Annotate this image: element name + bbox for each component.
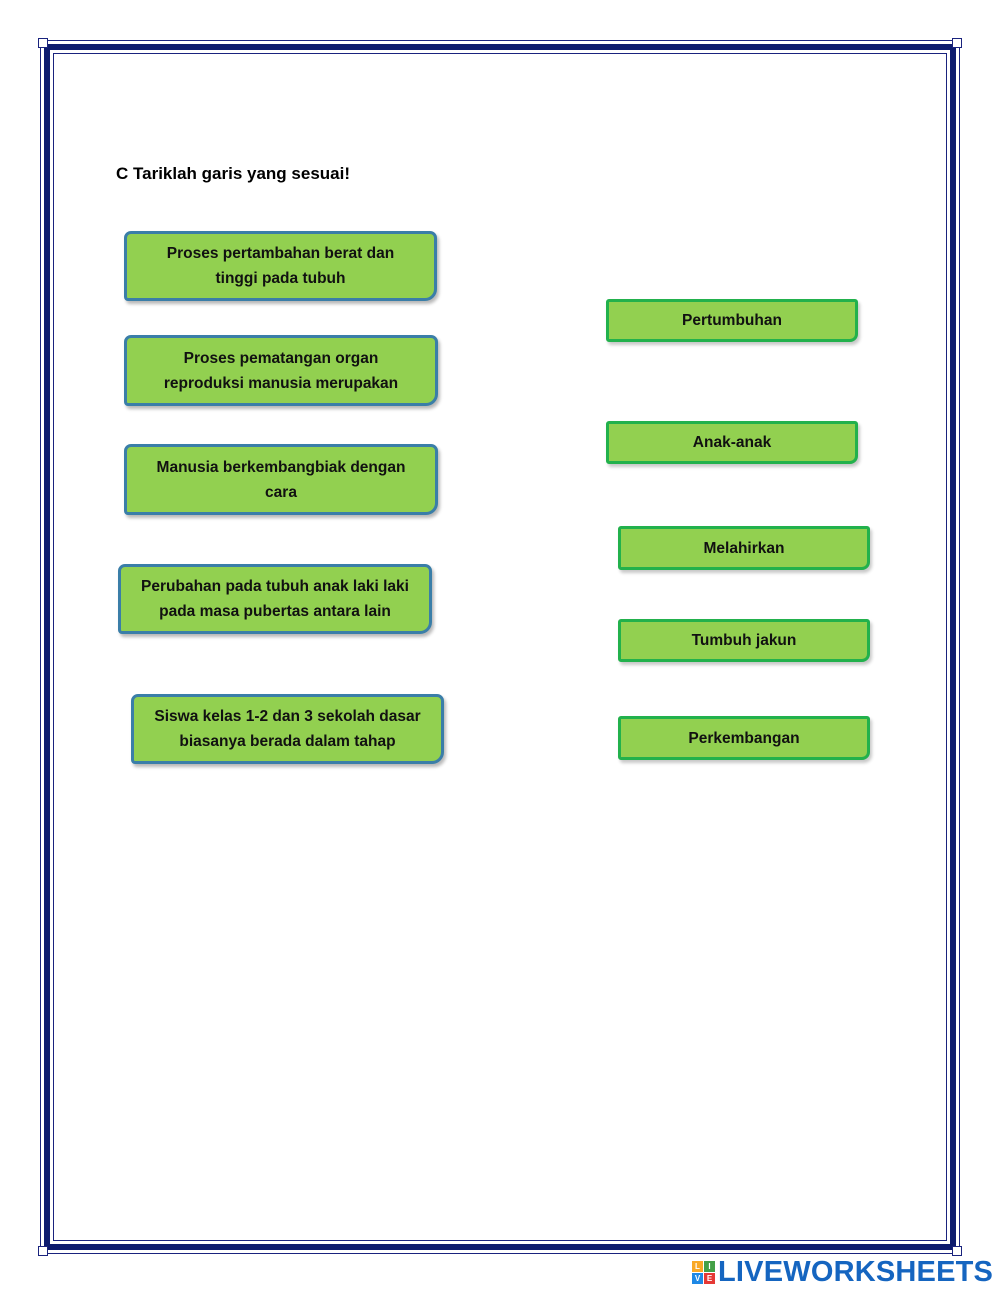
question-1-line-1: Proses pertambahan berat dan — [166, 245, 395, 262]
question-4-line-1: Perubahan pada tubuh anak laki laki — [141, 578, 409, 595]
logo-letter-e: E — [704, 1273, 715, 1284]
instruction-heading: C Tariklah garis yang sesuai! — [116, 164, 350, 183]
answer-box-perkembangan[interactable]: Perkembangan — [618, 716, 870, 760]
answer-box-pertumbuhan[interactable]: Pertumbuhan — [606, 299, 858, 342]
page-border — [44, 44, 956, 1250]
question-5-line-1: Siswa kelas 1-2 dan 3 sekolah dasar — [154, 708, 421, 725]
border-corner-bottom-left — [38, 1246, 48, 1256]
question-box-5[interactable]: Siswa kelas 1-2 dan 3 sekolah dasar biasa… — [131, 694, 444, 764]
logo-text: LIVEWORKSHEETS — [718, 1256, 994, 1288]
border-corner-bottom-right — [952, 1246, 962, 1256]
liveworksheets-logo: L I V E LIVEWORKSHEETS — [692, 1256, 993, 1289]
border-corner-top-left — [38, 38, 48, 48]
question-3-line-2: cara — [265, 483, 297, 501]
logo-icon: L I V E — [692, 1261, 715, 1284]
question-box-1[interactable]: Proses pertambahan berat dan tinggi pada … — [124, 231, 437, 301]
question-5-line-2: biasanya berada dalam tahap — [179, 733, 396, 750]
answer-box-anak-anak[interactable]: Anak-anak — [606, 421, 858, 464]
answer-box-melahirkan[interactable]: Melahirkan — [618, 526, 870, 570]
page-border-inner — [53, 53, 947, 1241]
answer-box-tumbuh-jakun[interactable]: Tumbuh jakun — [618, 619, 870, 662]
logo-letter-i: I — [704, 1261, 715, 1272]
logo-letter-v: V — [692, 1273, 703, 1284]
question-1-line-2: tinggi pada tubuh — [215, 270, 346, 287]
question-box-4[interactable]: Perubahan pada tubuh anak laki laki pada … — [118, 564, 432, 634]
question-2-line-1: Proses pematangan organ — [183, 349, 379, 367]
question-3-line-1: Manusia berkembangbiak dengan — [156, 458, 406, 476]
question-box-2[interactable]: Proses pematangan organ reproduksi manusi… — [124, 335, 438, 406]
border-corner-top-right — [952, 38, 962, 48]
page-border-outer — [40, 40, 960, 1254]
question-4-line-2: pada masa pubertas antara lain — [159, 603, 391, 620]
question-2-line-2: reproduksi manusia merupakan — [163, 374, 399, 392]
question-box-3[interactable]: Manusia berkembangbiak dengan cara — [124, 444, 438, 515]
logo-letter-l: L — [692, 1261, 703, 1272]
